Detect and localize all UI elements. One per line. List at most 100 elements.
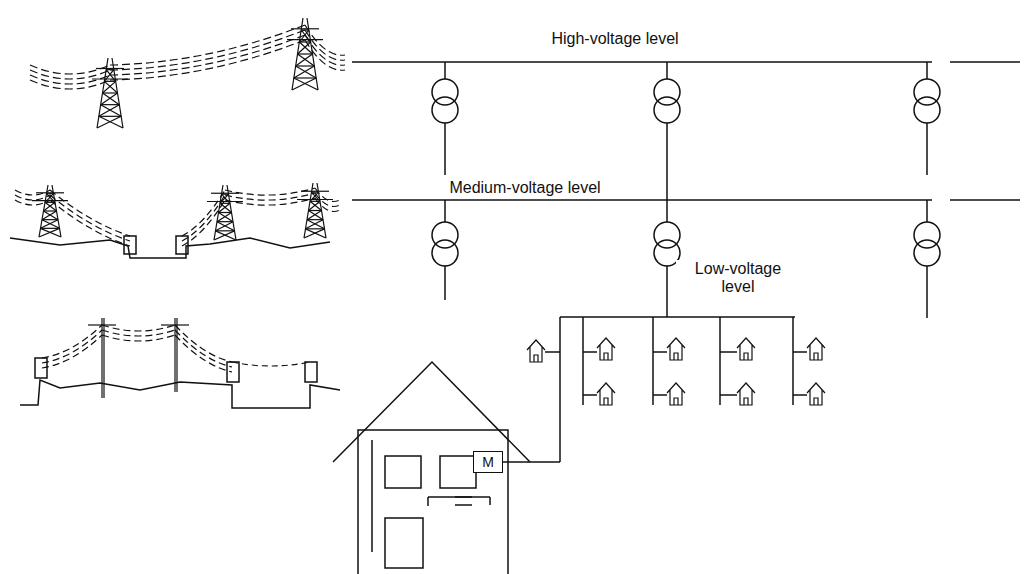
stroke xyxy=(42,219,58,220)
stroke xyxy=(298,42,311,54)
stroke xyxy=(296,65,315,66)
wire xyxy=(305,40,345,70)
stroke xyxy=(217,213,232,222)
house-icon xyxy=(667,338,685,360)
wire xyxy=(225,198,315,205)
stroke xyxy=(103,93,120,105)
stroke xyxy=(103,81,116,93)
wire xyxy=(15,195,50,200)
house-icon xyxy=(807,338,825,360)
stroke xyxy=(101,104,120,105)
stroke xyxy=(294,77,316,78)
stroke xyxy=(174,318,175,392)
wire xyxy=(182,200,225,246)
stroke xyxy=(216,222,234,231)
wire xyxy=(110,40,305,80)
stroke xyxy=(44,211,59,220)
stroke xyxy=(307,219,323,220)
stroke xyxy=(217,222,235,231)
stroke xyxy=(306,220,324,229)
level-label: High-voltage level xyxy=(503,30,727,48)
wire xyxy=(50,190,130,236)
stroke xyxy=(296,66,317,78)
stroke xyxy=(176,318,177,392)
wire xyxy=(42,325,102,358)
stroke xyxy=(217,221,233,222)
stroke xyxy=(219,213,234,222)
wire xyxy=(30,70,110,79)
stroke xyxy=(104,81,117,93)
wire xyxy=(305,30,345,60)
stroke xyxy=(97,116,121,128)
stroke xyxy=(220,203,230,204)
wire xyxy=(225,193,315,200)
wire xyxy=(15,200,50,205)
house-icon xyxy=(527,340,545,362)
stroke xyxy=(207,201,243,202)
wire xyxy=(175,335,232,372)
stroke xyxy=(41,220,59,229)
house-icon xyxy=(737,338,755,360)
stroke xyxy=(219,203,231,212)
stroke xyxy=(99,105,120,117)
wire xyxy=(15,190,50,195)
stroke xyxy=(44,210,57,211)
wire xyxy=(305,35,345,65)
wire xyxy=(30,75,110,84)
stroke xyxy=(294,66,315,78)
wire xyxy=(182,195,225,241)
stroke xyxy=(101,93,118,105)
stroke xyxy=(299,42,312,54)
wire xyxy=(232,362,310,366)
wire xyxy=(315,188,340,202)
stroke xyxy=(304,229,325,238)
stroke xyxy=(307,211,322,220)
wire xyxy=(175,330,232,367)
wire xyxy=(102,330,175,336)
stroke xyxy=(298,53,313,54)
wire xyxy=(50,200,130,246)
wire xyxy=(225,188,315,195)
wire xyxy=(30,80,110,89)
stroke xyxy=(310,201,322,210)
stroke xyxy=(103,92,118,93)
wire xyxy=(315,193,340,207)
stroke xyxy=(99,116,123,128)
stroke xyxy=(216,230,235,231)
wire xyxy=(42,335,102,368)
stroke xyxy=(211,193,239,194)
stroke xyxy=(219,212,232,213)
stroke xyxy=(101,105,122,117)
stroke xyxy=(296,54,313,66)
house-icon xyxy=(737,383,755,405)
wire xyxy=(42,330,102,363)
stroke xyxy=(99,116,121,117)
stroke xyxy=(39,228,60,237)
stroke xyxy=(294,78,318,90)
house-icon xyxy=(597,383,615,405)
level-label: Low-voltage level xyxy=(676,260,800,296)
wire xyxy=(305,25,345,55)
stroke xyxy=(214,231,235,240)
stroke xyxy=(44,202,56,211)
stroke xyxy=(292,78,316,90)
meter-box: M xyxy=(473,451,503,473)
house-icon xyxy=(807,383,825,405)
stroke xyxy=(309,211,324,220)
stroke xyxy=(307,220,325,229)
stroke xyxy=(291,28,319,29)
wire xyxy=(30,65,110,74)
stroke xyxy=(36,192,64,193)
level-label: Medium-voltage level xyxy=(438,179,612,197)
house-icon xyxy=(667,383,685,405)
stroke xyxy=(306,228,325,229)
wire xyxy=(102,335,175,341)
wire xyxy=(50,195,130,241)
meter-label: M xyxy=(482,454,494,470)
wire xyxy=(102,325,175,331)
stroke xyxy=(42,220,60,229)
stroke xyxy=(298,54,315,66)
stroke xyxy=(306,229,327,238)
